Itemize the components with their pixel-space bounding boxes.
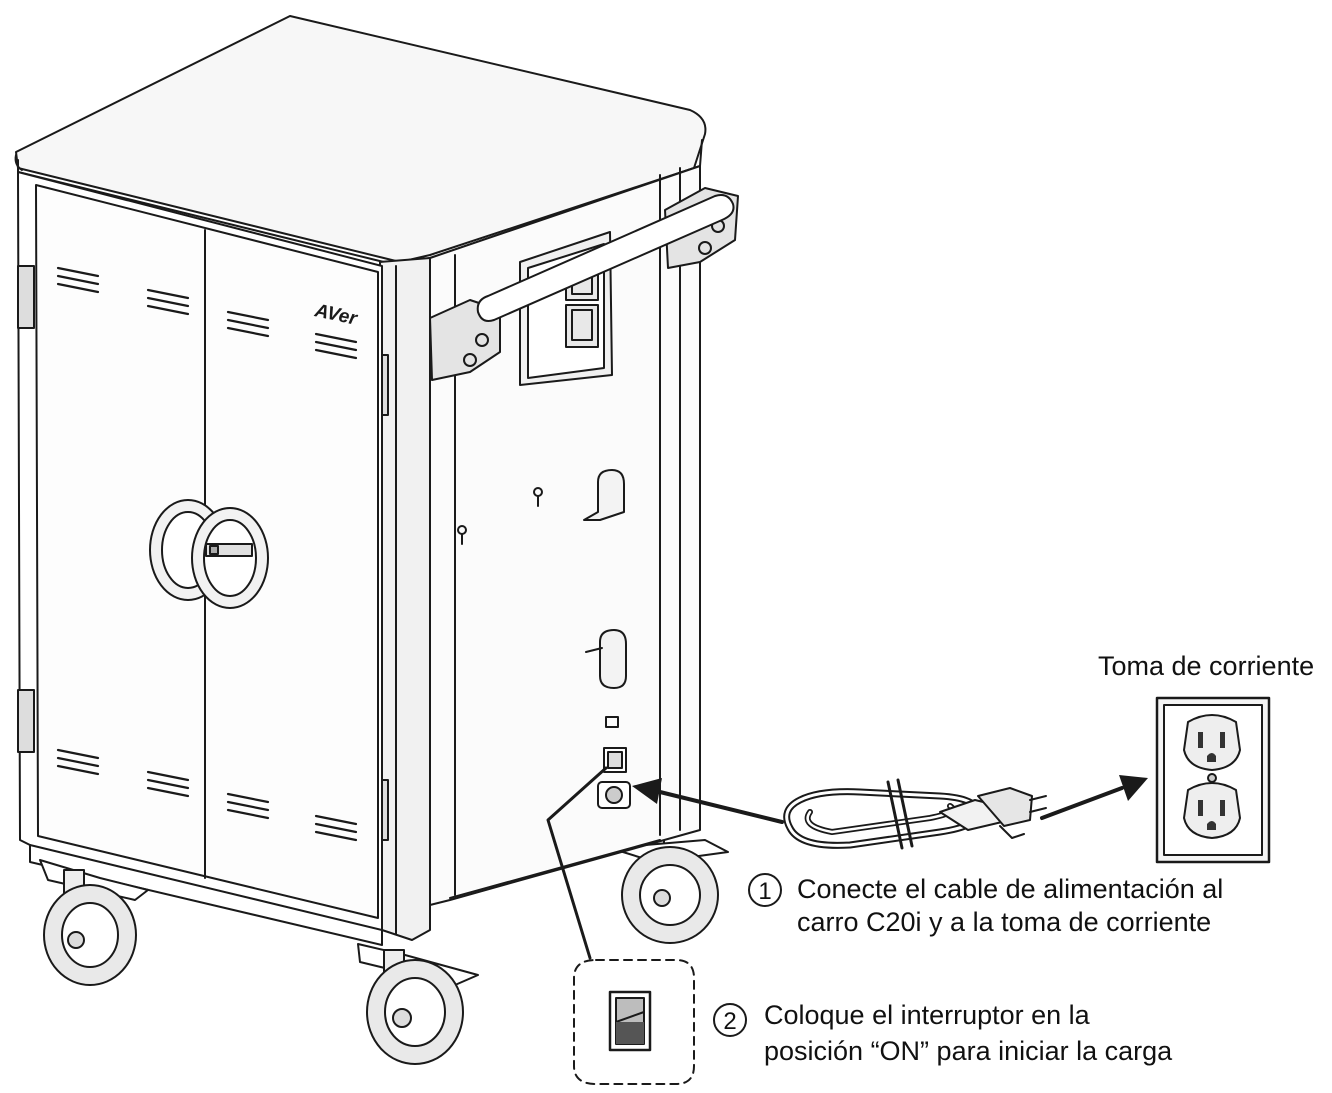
- outlet-socket-bottom: [1183, 782, 1241, 839]
- step-1-line-2: carro C20i y a la toma de corriente: [797, 907, 1211, 937]
- rocker-switch-icon: [608, 990, 652, 1052]
- step-2-badge: [713, 1003, 747, 1037]
- arrow-cord-to-cart: [632, 778, 784, 824]
- cart-top: [14, 15, 707, 267]
- outlet-label: Toma de corriente: [1098, 651, 1314, 681]
- step-1-number: 1: [758, 878, 771, 905]
- arrow-cord-to-outlet: [1040, 775, 1148, 820]
- caster-front-left: [39, 859, 149, 986]
- switch-callout: [573, 959, 695, 1085]
- charging-cart: AVer: [14, 15, 739, 1065]
- power-cord: [783, 778, 1047, 850]
- step-2-number: 2: [723, 1008, 736, 1035]
- wall-outlet: [1155, 696, 1271, 864]
- door-handle: [149, 499, 269, 609]
- caster-front-right: [357, 943, 479, 1065]
- switch-leader-line: [546, 766, 608, 960]
- outlet-socket-top: [1183, 714, 1241, 771]
- step-1-line-1: Conecte el cable de alimentación al: [797, 874, 1223, 904]
- step-2-line-1: Coloque el interruptor en la: [764, 1000, 1091, 1030]
- outlet-screw-icon: [1207, 773, 1217, 783]
- caster-rear-right: [609, 829, 729, 944]
- cart-handle: [429, 187, 739, 381]
- step-2-line-2: posición “ON” para iniciar la carga: [764, 1036, 1173, 1066]
- step-2: 2 Coloque el interruptor en la posición …: [713, 1000, 1173, 1066]
- step-1-badge: [748, 873, 782, 907]
- step-1: 1 Conecte el cable de alimentación al ca…: [748, 873, 1223, 937]
- vent-slots: [56, 266, 358, 842]
